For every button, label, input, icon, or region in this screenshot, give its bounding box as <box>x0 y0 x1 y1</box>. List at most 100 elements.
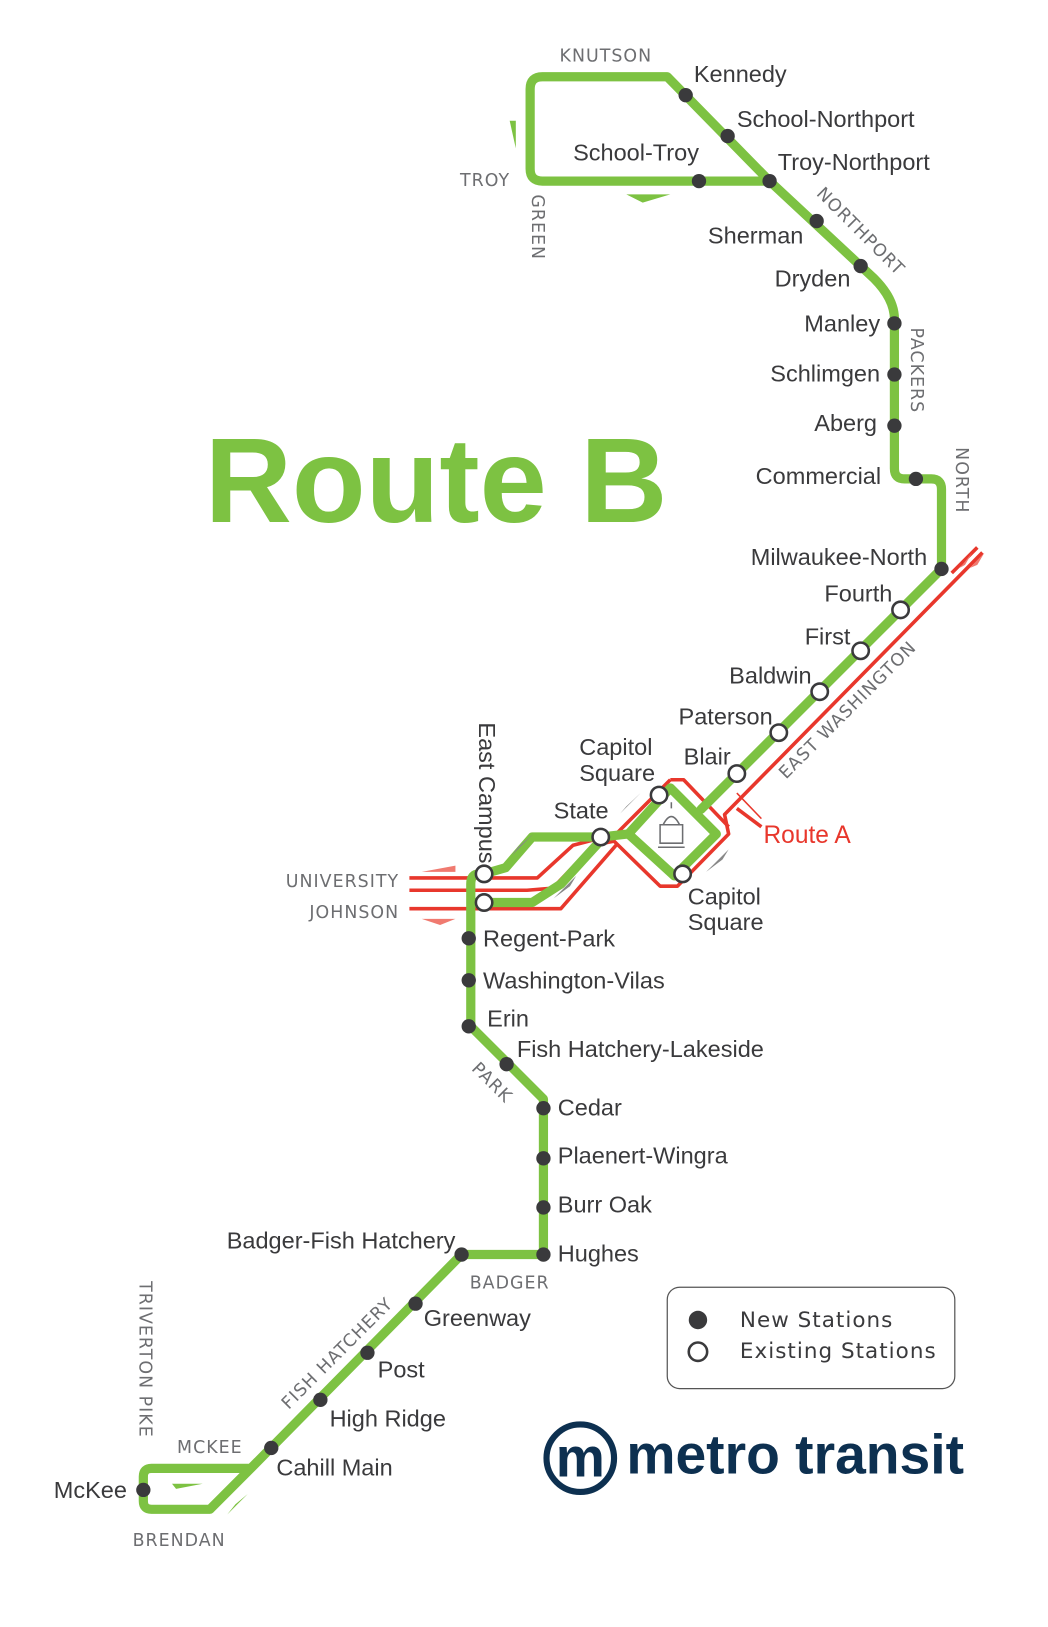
station-blair[interactable]: Blair <box>684 743 747 784</box>
station-commercial[interactable]: Commercial <box>756 463 924 489</box>
station-east-campus[interactable]: East Campus <box>474 722 500 884</box>
station-paterson[interactable]: Paterson <box>679 703 789 743</box>
station-label: School-Troy <box>573 140 699 166</box>
metro-transit-logo: m metro transit <box>543 1421 964 1495</box>
station-cahill-main[interactable]: Cahill Main <box>264 1440 393 1481</box>
existing-station-icon <box>649 785 669 805</box>
direction-arrow-icon <box>509 120 516 149</box>
station-label: Aberg <box>814 410 877 436</box>
station-label: Washington-Vilas <box>483 967 665 993</box>
station-dryden[interactable]: Dryden <box>775 258 868 292</box>
station-hughes[interactable]: Hughes <box>536 1241 639 1267</box>
legend-new-stations: New Stations <box>740 1308 893 1333</box>
station-label: Blair <box>684 743 731 769</box>
new-station-icon <box>809 213 824 229</box>
route-a-line <box>409 546 984 911</box>
direction-arrow-icon <box>970 552 985 568</box>
new-station-icon <box>934 561 949 577</box>
station-label: Post <box>378 1356 426 1382</box>
station-school-northport[interactable]: School-Northport <box>720 106 915 144</box>
new-station-legend-icon <box>688 1310 708 1330</box>
station-washington-vilas[interactable]: Washington-Vilas <box>461 967 665 993</box>
direction-arrow-icon <box>227 1493 248 1515</box>
street-label: KNUTSON <box>560 46 653 66</box>
station-label: Fish Hatchery-Lakeside <box>517 1036 764 1062</box>
station-sherman[interactable]: Sherman <box>708 213 824 249</box>
direction-arrows <box>171 120 985 1515</box>
new-station-icon <box>762 173 777 189</box>
street-label: FISH HATCHERY <box>278 1294 397 1413</box>
station-label: Manley <box>804 311 880 337</box>
street-label: PACKERS <box>906 327 926 413</box>
station-milwaukee-north[interactable]: Milwaukee-North <box>751 544 949 577</box>
station-label: Fourth <box>824 581 892 607</box>
existing-station-icon <box>673 864 693 884</box>
legend: New Stations Existing Stations <box>666 1286 956 1390</box>
station-plaenert-wingra[interactable]: Plaenert-Wingra <box>536 1142 729 1168</box>
station-label: Kennedy <box>694 61 787 87</box>
new-station-icon <box>536 1101 551 1116</box>
station-east-campus-lower <box>474 893 494 912</box>
new-station-icon <box>461 973 476 988</box>
station-label: School-Northport <box>737 106 915 132</box>
station-fish-hatchery-lakeside[interactable]: Fish Hatchery-Lakeside <box>499 1036 764 1072</box>
station-label: Hughes <box>558 1241 639 1267</box>
station-manley[interactable]: Manley <box>804 311 902 337</box>
existing-station-icon <box>727 764 747 784</box>
new-station-icon <box>887 367 902 382</box>
existing-station-icon <box>591 827 611 847</box>
station-badger-fish-hatchery[interactable]: Badger-Fish Hatchery <box>227 1227 469 1262</box>
new-station-icon <box>536 1247 551 1262</box>
station-label: Schlimgen <box>770 361 880 387</box>
station-troy-northport[interactable]: Troy-Northport <box>762 149 930 189</box>
route-a-label: Route A <box>763 822 851 849</box>
existing-station-icon <box>474 864 494 884</box>
logo-mark: m <box>556 1427 605 1489</box>
direction-arrow-icon <box>421 918 456 926</box>
street-label: TRIVERTON PIKE <box>134 1280 154 1438</box>
new-station-icon <box>136 1482 151 1498</box>
new-station-icon <box>678 88 693 103</box>
new-station-icon <box>691 173 707 189</box>
new-station-icon <box>908 471 924 487</box>
station-first[interactable]: First <box>805 624 871 661</box>
capitol-building-icon <box>658 802 685 849</box>
station-greenway[interactable]: Greenway <box>408 1296 531 1331</box>
direction-arrow-icon <box>626 194 671 203</box>
station-schlimgen[interactable]: Schlimgen <box>770 361 902 387</box>
station-label: Badger-Fish Hatchery <box>227 1227 456 1253</box>
new-station-icon <box>887 316 902 331</box>
station-label: Regent-Park <box>483 926 615 952</box>
new-station-icon <box>454 1247 469 1262</box>
station-post[interactable]: Post <box>360 1345 426 1383</box>
station-burr-oak[interactable]: Burr Oak <box>536 1192 652 1218</box>
station-baldwin[interactable]: Baldwin <box>729 663 830 702</box>
street-label: NORTH <box>951 447 971 513</box>
station-school-troy[interactable]: School-Troy <box>573 140 707 189</box>
new-station-icon <box>360 1345 375 1360</box>
station-fourth[interactable]: Fourth <box>824 581 911 620</box>
station-label: First <box>805 624 851 650</box>
station-erin[interactable]: Erin <box>461 1005 529 1034</box>
station-regent-park[interactable]: Regent-Park <box>461 926 616 952</box>
station-aberg[interactable]: Aberg <box>814 410 902 436</box>
station-high-ridge[interactable]: High Ridge <box>313 1392 446 1432</box>
legend-existing-stations: Existing Stations <box>740 1339 937 1364</box>
station-cedar[interactable]: Cedar <box>536 1094 622 1120</box>
station-label: East Campus <box>474 722 500 863</box>
existing-station-legend-icon <box>687 1341 709 1363</box>
new-station-icon <box>264 1440 279 1456</box>
new-station-icon <box>313 1392 328 1407</box>
station-label: McKee <box>54 1477 127 1503</box>
station-label: Plaenert-Wingra <box>558 1142 729 1168</box>
new-station-icon <box>461 1019 476 1034</box>
station-mckee[interactable]: McKee <box>54 1477 151 1503</box>
station-kennedy[interactable]: Kennedy <box>678 61 787 103</box>
station-label: Sherman <box>708 223 803 249</box>
station-state[interactable]: State <box>554 798 611 847</box>
